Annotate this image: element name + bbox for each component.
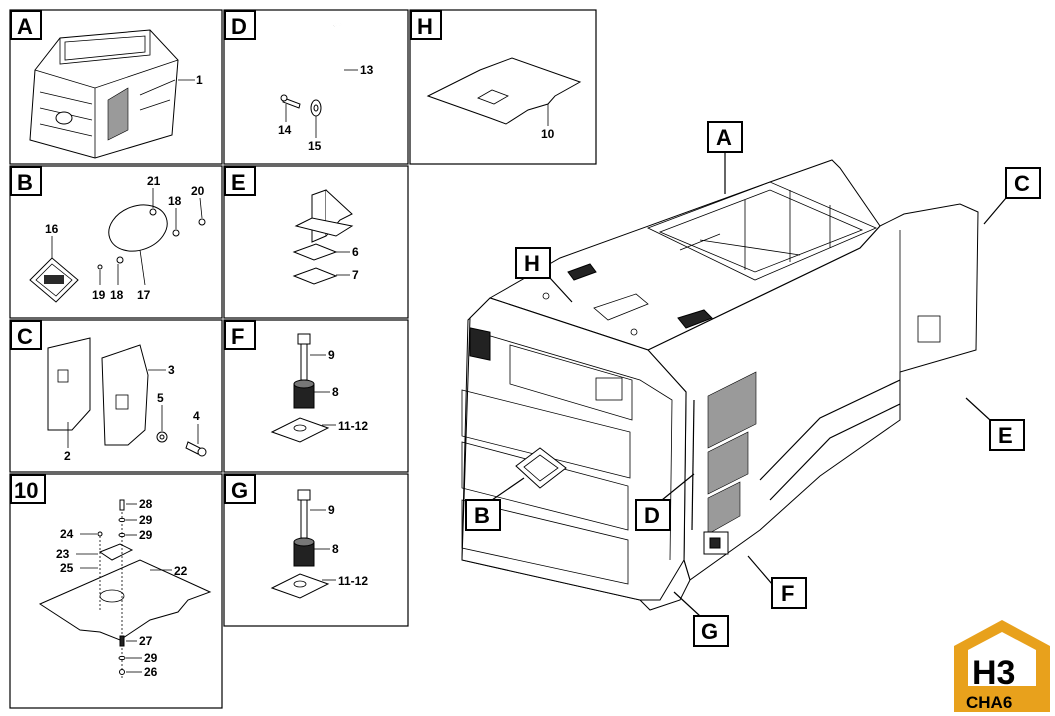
- svg-text:D: D: [644, 503, 660, 528]
- cab-thumbnail: [29, 29, 179, 159]
- bolt-4: [185, 441, 207, 457]
- bolt-9-g: [297, 489, 311, 539]
- panel-f: F 9 8 11-12: [223, 319, 409, 473]
- label-3: 3: [168, 363, 175, 377]
- label-20: 20: [191, 184, 205, 198]
- fasteners-b: [97, 208, 206, 270]
- svg-text:A: A: [716, 125, 732, 150]
- label-2: 2: [64, 449, 71, 463]
- label-29-b: 29: [139, 528, 153, 542]
- panel-h: H 10: [409, 9, 597, 165]
- label-29-a: 29: [139, 513, 153, 527]
- panel-f-letter: F: [231, 324, 244, 349]
- svg-text:H: H: [524, 251, 540, 276]
- bolt-14: [280, 94, 301, 109]
- pad-23: [98, 543, 134, 561]
- cover-plate-10: [426, 57, 582, 125]
- label-13: 13: [360, 63, 374, 77]
- shim-11-12-g: [270, 573, 330, 599]
- shim-6: [292, 243, 338, 261]
- label-9-g: 9: [328, 503, 335, 517]
- callout-e: E: [965, 397, 1025, 451]
- panel-e-letter: E: [231, 170, 246, 195]
- label-17: 17: [137, 288, 151, 302]
- bracket-plate-17: [108, 204, 168, 252]
- label-4: 4: [193, 409, 200, 423]
- label-21: 21: [147, 174, 161, 188]
- label-14: 14: [278, 123, 292, 137]
- side-panel-2: [47, 337, 91, 431]
- callout-c: C: [983, 167, 1041, 225]
- panel-d-letter: D: [231, 14, 247, 39]
- panel-c: C 2 3 5 4: [9, 319, 223, 473]
- brand-logo: H3 CHA6: [954, 620, 1050, 712]
- panel-a-letter: A: [17, 14, 33, 39]
- label-23: 23: [56, 547, 70, 561]
- panel-10-letter: 10: [14, 478, 38, 503]
- callout-a: A: [707, 121, 743, 194]
- label-26: 26: [144, 665, 158, 679]
- label-16: 16: [45, 222, 59, 236]
- label-18-top: 18: [168, 194, 182, 208]
- svg-text:F: F: [781, 581, 794, 606]
- label-27: 27: [139, 634, 153, 648]
- panel-10: 10 22 23 25 24 28 29 29 27 29: [9, 473, 223, 709]
- callout-f: F: [747, 555, 807, 609]
- svg-text:C: C: [1014, 171, 1030, 196]
- callout-d: D: [635, 473, 695, 531]
- shim-7: [292, 267, 338, 285]
- bushing-8-f: [293, 379, 315, 409]
- svg-text:E: E: [998, 423, 1013, 448]
- logo-mark: H3: [972, 654, 1015, 692]
- label-11-12-g: 11-12: [338, 574, 368, 588]
- mount-bracket: [294, 189, 354, 243]
- label-6: 6: [352, 245, 359, 259]
- label-11-12-f: 11-12: [338, 419, 368, 433]
- label-5: 5: [157, 391, 164, 405]
- panel-b: B 16 17 21 18 20 19 18: [9, 165, 223, 319]
- panel-b-letter: B: [17, 170, 33, 195]
- label-18-bottom: 18: [110, 288, 124, 302]
- panel-a: A 1: [9, 9, 223, 165]
- label-15: 15: [308, 139, 322, 153]
- washer-15: [310, 99, 322, 117]
- callout-g: G: [673, 591, 729, 647]
- panel-d: D 13 14 15: [223, 9, 409, 165]
- emblem-16: [29, 257, 79, 303]
- logo-text: CHA6: [966, 693, 1012, 712]
- washer-5: [156, 431, 168, 443]
- label-19: 19: [92, 288, 106, 302]
- cab-assembly-main: [461, 159, 979, 611]
- label-8-g: 8: [332, 542, 339, 556]
- grab-handle-13: [333, 23, 343, 125]
- panel-g: G 9 8 11-12: [223, 473, 409, 627]
- label-10: 10: [541, 127, 555, 141]
- label-24: 24: [60, 527, 74, 541]
- callout-b: B: [465, 477, 525, 531]
- label-28: 28: [139, 497, 153, 511]
- bushing-8-g: [293, 537, 315, 567]
- panel-e: E 6 7: [223, 165, 409, 319]
- svg-text:B: B: [474, 503, 490, 528]
- label-1: 1: [196, 73, 203, 87]
- side-panel-3: [101, 344, 149, 446]
- svg-text:G: G: [701, 619, 718, 644]
- label-29-c: 29: [144, 651, 158, 665]
- panel-h-letter: H: [417, 14, 433, 39]
- bolt-9-f: [297, 333, 311, 381]
- panel-c-letter: C: [17, 324, 33, 349]
- label-7: 7: [352, 268, 359, 282]
- label-25: 25: [60, 561, 74, 575]
- shim-11-12-f: [270, 417, 330, 443]
- panel-g-letter: G: [231, 478, 248, 503]
- callout-h: H: [515, 247, 573, 303]
- label-9-f: 9: [328, 348, 335, 362]
- label-22: 22: [174, 564, 188, 578]
- label-8-f: 8: [332, 385, 339, 399]
